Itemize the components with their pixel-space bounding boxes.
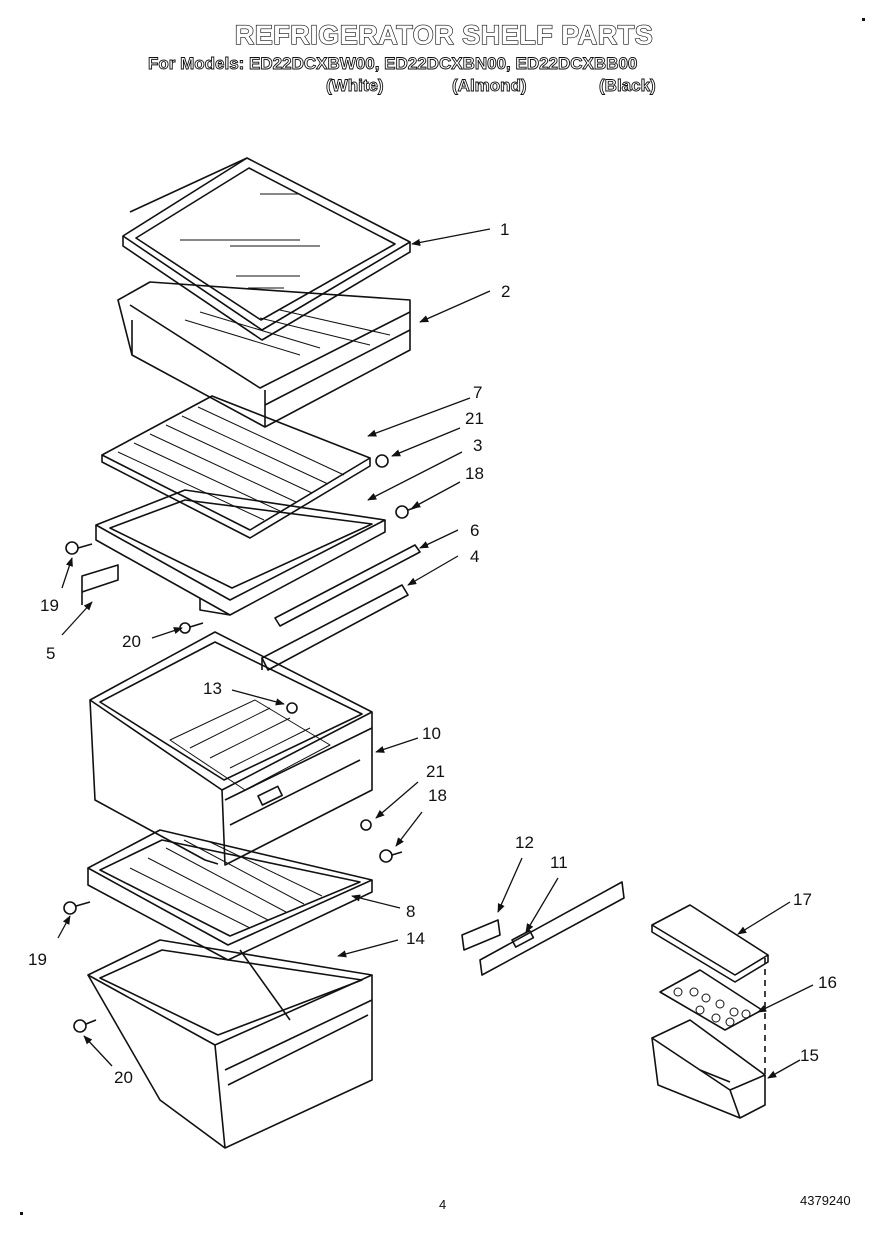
fastener-19-lower [63, 901, 91, 915]
callout-5: 5 [46, 644, 55, 663]
fastener-18-upper [395, 505, 421, 519]
callout-8: 8 [406, 902, 415, 921]
callout-14: 14 [406, 929, 425, 948]
part-code: 4379240 [800, 1193, 851, 1208]
callout-12: 12 [515, 833, 534, 852]
callout-13: 13 [203, 679, 222, 698]
callout-18-lower: 18 [428, 786, 447, 805]
callout-18-upper: 18 [465, 464, 484, 483]
rail-part-6 [274, 544, 421, 627]
ribbed-shelf-part [101, 395, 371, 539]
color-black: (Black) [599, 76, 657, 96]
fastener-21-lower [360, 819, 372, 831]
glass-shelf-part [122, 157, 411, 341]
crisper-cover-frame-part [117, 281, 411, 428]
shelf-frame-part [95, 489, 386, 616]
side-rail-part [81, 564, 119, 605]
callout-19-upper: 19 [40, 596, 59, 615]
fastener-20-lower [73, 1019, 97, 1033]
lid-part-17 [651, 904, 769, 983]
page-title: REFRIGERATOR SHELF PARTS [234, 19, 654, 50]
callout-labels: 1 2 7 21 3 18 6 4 19 5 20 13 10 21 18 8 … [28, 220, 837, 1087]
bin-part-15 [651, 1019, 766, 1119]
callout-21-lower: 21 [426, 762, 445, 781]
fastener-19-upper [65, 541, 93, 555]
callout-21-upper: 21 [465, 409, 484, 428]
callout-3: 3 [473, 436, 482, 455]
bracket-part-12 [461, 919, 501, 951]
callout-16: 16 [818, 973, 837, 992]
callout-19-lower: 19 [28, 950, 47, 969]
corner-mark-bottom [20, 1212, 23, 1215]
callout-2: 2 [501, 282, 510, 301]
color-almond: (Almond) [452, 76, 527, 96]
models-line: For Models: ED22DCXBW00, ED22DCXBN00, ED… [148, 54, 638, 74]
callout-15: 15 [800, 1046, 819, 1065]
lower-shelf-frame-part [87, 829, 373, 961]
page-number: 4 [439, 1197, 447, 1212]
callout-6: 6 [470, 521, 479, 540]
callout-1: 1 [500, 220, 509, 239]
fastener-21-upper [375, 454, 389, 468]
callout-11: 11 [550, 853, 568, 872]
crisper-drawer-part [89, 631, 373, 866]
rail-part-4 [261, 584, 409, 671]
fastener-18-lower [379, 849, 403, 863]
callout-4: 4 [470, 547, 479, 566]
bar-part-11 [479, 881, 625, 976]
callout-20-lower: 20 [114, 1068, 133, 1087]
fastener-13 [286, 702, 298, 714]
callout-20-upper: 20 [122, 632, 141, 651]
lower-drawer-part [87, 939, 373, 1149]
color-white: (White) [326, 76, 384, 96]
egg-tray-part-16 [659, 969, 763, 1031]
callout-7: 7 [473, 383, 482, 402]
callout-10: 10 [422, 724, 441, 743]
corner-mark-top [862, 18, 865, 21]
callout-17: 17 [793, 890, 812, 909]
fastener-20-upper [179, 622, 204, 634]
